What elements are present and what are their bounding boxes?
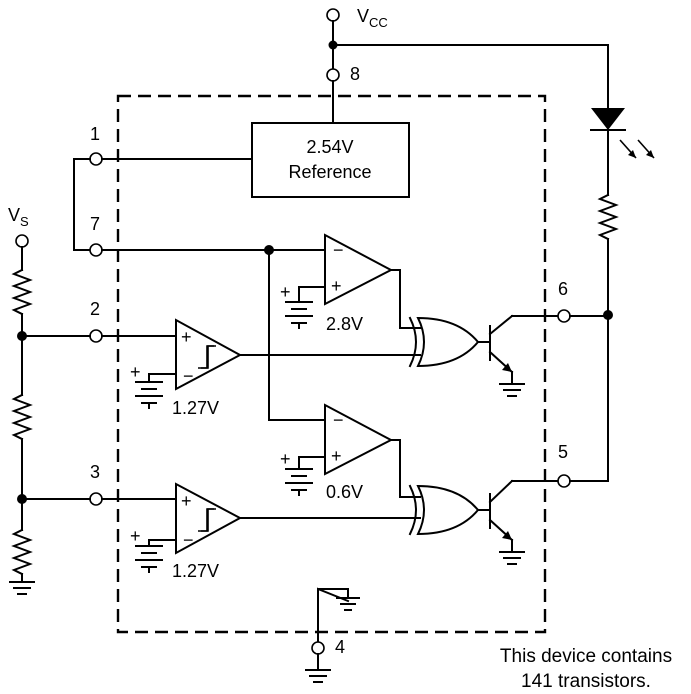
reference-label: Reference <box>288 162 371 182</box>
vcc-label: VCC <box>357 6 388 30</box>
battery-icon <box>285 468 313 496</box>
threshold-0-6v: 0.6V <box>326 482 363 502</box>
pin-5-label: 5 <box>558 442 568 462</box>
pin-7 <box>89 243 103 257</box>
svg-text:−: − <box>333 410 344 430</box>
pin-8 <box>326 68 340 82</box>
svg-text:−: − <box>333 240 344 260</box>
svg-text:+: + <box>130 526 141 546</box>
pin-5 <box>557 474 571 488</box>
battery-icon <box>135 381 163 409</box>
pin-1 <box>89 152 103 166</box>
svg-text:+: + <box>181 327 192 347</box>
pin-6-label: 6 <box>558 279 568 299</box>
pin-2-label: 2 <box>90 299 100 319</box>
svg-text:−: − <box>183 366 194 386</box>
ground-icon <box>336 597 360 611</box>
pin-1-label: 1 <box>90 124 100 144</box>
resistor-icon <box>11 393 33 441</box>
svg-text:+: + <box>331 276 342 296</box>
threshold-1-27v-top: 1.27V <box>172 398 219 418</box>
svg-text:+: + <box>181 491 192 511</box>
pin-3 <box>89 492 103 506</box>
threshold-2-8v: 2.8V <box>326 314 363 334</box>
svg-text:+: + <box>280 449 291 469</box>
pin-4 <box>311 641 325 655</box>
xor-gate-top <box>408 316 480 368</box>
comparator-bottom <box>324 403 394 476</box>
vs-label: VS <box>8 205 29 229</box>
vcc-terminal <box>326 8 340 22</box>
led-icon <box>590 108 655 159</box>
pin-2 <box>89 329 103 343</box>
note-line-2: 141 transistors. <box>521 671 651 692</box>
pin-6 <box>557 309 571 323</box>
ground-icon <box>305 669 331 683</box>
svg-text:+: + <box>280 282 291 302</box>
svg-text:+: + <box>130 362 141 382</box>
reference-block <box>251 122 410 198</box>
resistor-icon <box>11 268 33 316</box>
battery-icon <box>135 545 163 573</box>
comparator-top <box>324 233 394 306</box>
ground-icon <box>9 581 35 595</box>
npn-transistor-top <box>488 314 514 374</box>
svg-text:−: − <box>183 530 194 550</box>
xor-gate-bottom <box>408 484 480 536</box>
note-line-1: This device contains <box>500 646 672 667</box>
npn-transistor-bottom <box>488 479 514 542</box>
ground-icon <box>499 551 525 565</box>
threshold-1-27v-bottom: 1.27V <box>172 561 219 581</box>
vs-terminal <box>15 234 29 248</box>
battery-icon <box>285 301 313 329</box>
resistor-icon <box>597 193 619 241</box>
reference-voltage: 2.54V <box>306 137 353 157</box>
ground-icon <box>499 383 525 397</box>
svg-text:+: + <box>331 446 342 466</box>
pin-7-label: 7 <box>90 214 100 234</box>
resistor-icon <box>11 528 33 576</box>
pin-4-label: 4 <box>335 637 345 657</box>
pin-8-label: 8 <box>350 64 360 84</box>
pin-3-label: 3 <box>90 462 100 482</box>
